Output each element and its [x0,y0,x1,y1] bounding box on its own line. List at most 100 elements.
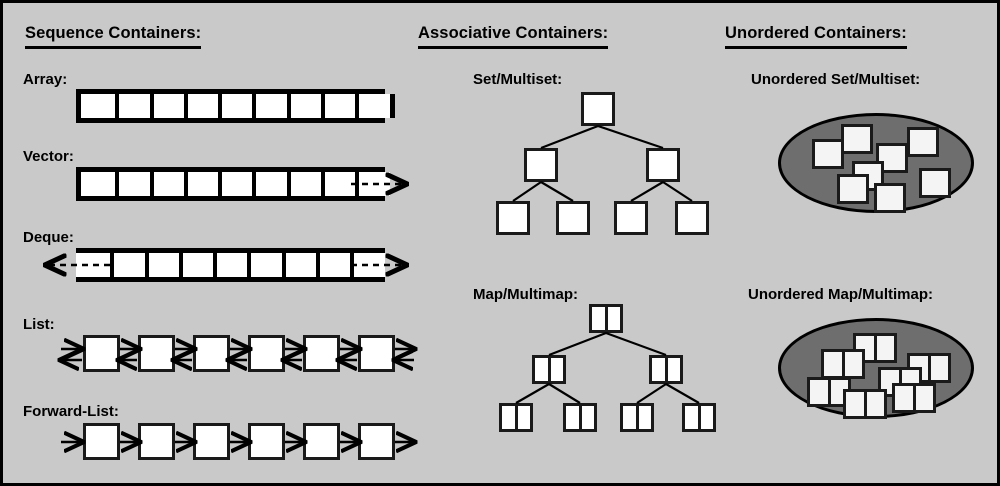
label-unordered-map-multimap: Unordered Map/Multimap: [748,286,934,303]
unordered-set-node [841,124,873,154]
array-rail-bottom [76,118,385,123]
label-list: List: [23,316,55,333]
unordered-map-node [843,389,887,419]
list-node [138,335,175,372]
unordered-map-node-key [824,352,845,376]
deque-cell [144,253,179,277]
forward-list-node [193,423,230,460]
forward-list-node [248,423,285,460]
unordered-set-bag [778,113,974,213]
map-node-value [668,358,681,381]
map-node-value [639,406,652,429]
map-tree-leaf [563,403,597,432]
forward-list-node [358,423,395,460]
array-cell [286,94,322,118]
unordered-map-bag [778,318,974,419]
vector-cell [355,172,390,196]
map-node-value [518,406,531,429]
forward-list-node [138,423,175,460]
unordered-map-node-value [877,336,895,360]
array-cell [355,94,390,118]
set-tree-leaf [614,201,648,235]
deque-cell [350,253,385,277]
map-node-value [551,358,564,381]
unordered-map-node-key [881,370,902,394]
column-header-unordered: Unordered Containers: [725,24,907,49]
vector-cell [183,172,219,196]
map-node-key [502,406,518,429]
unordered-map-node-key [895,386,916,410]
array-cell [321,94,356,118]
array-rail-top [76,89,385,94]
set-tree-leaf [556,201,590,235]
label-forward-list: Forward-List: [23,403,119,420]
unordered-set-node [812,139,844,169]
array-cell [81,94,116,118]
deque-strip [76,248,385,282]
deque-cells [76,253,385,277]
unordered-set-node [837,174,869,204]
unordered-map-node-value [916,386,934,410]
unordered-set-node [919,168,951,198]
deque-cell [281,253,317,277]
list-node [248,335,285,372]
forward-list-node [303,423,340,460]
unordered-map-node-key [856,336,877,360]
map-tree-leaf [682,403,716,432]
unordered-map-node-key [810,380,831,404]
set-tree-leaf [496,201,530,235]
column-header-sequence: Sequence Containers: [25,24,202,49]
deque-cell [110,253,145,277]
unordered-map-node-value [845,352,863,376]
forward-list-node [83,423,120,460]
label-array: Array: [23,71,68,88]
unordered-map-node-value [931,356,949,380]
set-tree-leaf [675,201,709,235]
label-deque: Deque: [23,229,74,246]
array-cell [252,94,287,118]
unordered-map-node [892,383,936,413]
array-cell [115,94,150,118]
list-node [193,335,230,372]
array-cell [183,94,219,118]
unordered-map-node-value [867,392,885,416]
map-tree-leaf [620,403,654,432]
map-tree-internal [532,355,566,384]
map-tree-internal [649,355,683,384]
vector-cell [286,172,322,196]
set-tree-internal [646,148,680,182]
list-node [83,335,120,372]
vector-strip [76,167,390,201]
column-header-associative: Associative Containers: [418,24,609,49]
map-node-value [701,406,714,429]
map-node-key [592,307,608,330]
label-map-multimap: Map/Multimap: [473,286,578,303]
list-node [303,335,340,372]
vector-cells [76,172,390,196]
unordered-map-node [853,333,897,363]
vector-cell [81,172,116,196]
vector-cell [149,172,184,196]
map-node-key [685,406,701,429]
map-node-key [535,358,551,381]
unordered-map-node-key [846,392,867,416]
set-tree-root [581,92,615,126]
map-node-value [582,406,595,429]
array-cell [218,94,253,118]
map-node-value [608,307,621,330]
vector-rail-bottom [76,196,385,201]
map-node-key [652,358,668,381]
vector-cell [218,172,253,196]
deque-cell [213,253,248,277]
vector-cell [115,172,150,196]
deque-cell [178,253,214,277]
deque-rail-top [76,248,385,253]
list-node [358,335,395,372]
unordered-set-node [874,183,906,213]
vector-cell [321,172,356,196]
unordered-map-node-key [910,356,931,380]
map-tree-leaf [499,403,533,432]
deque-rail-bottom [76,277,385,282]
deque-cell [316,253,351,277]
